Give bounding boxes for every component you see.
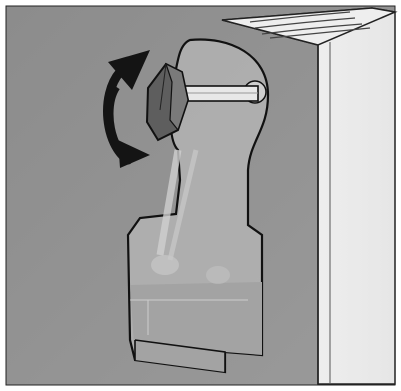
shaft <box>178 86 258 101</box>
float <box>151 255 179 275</box>
